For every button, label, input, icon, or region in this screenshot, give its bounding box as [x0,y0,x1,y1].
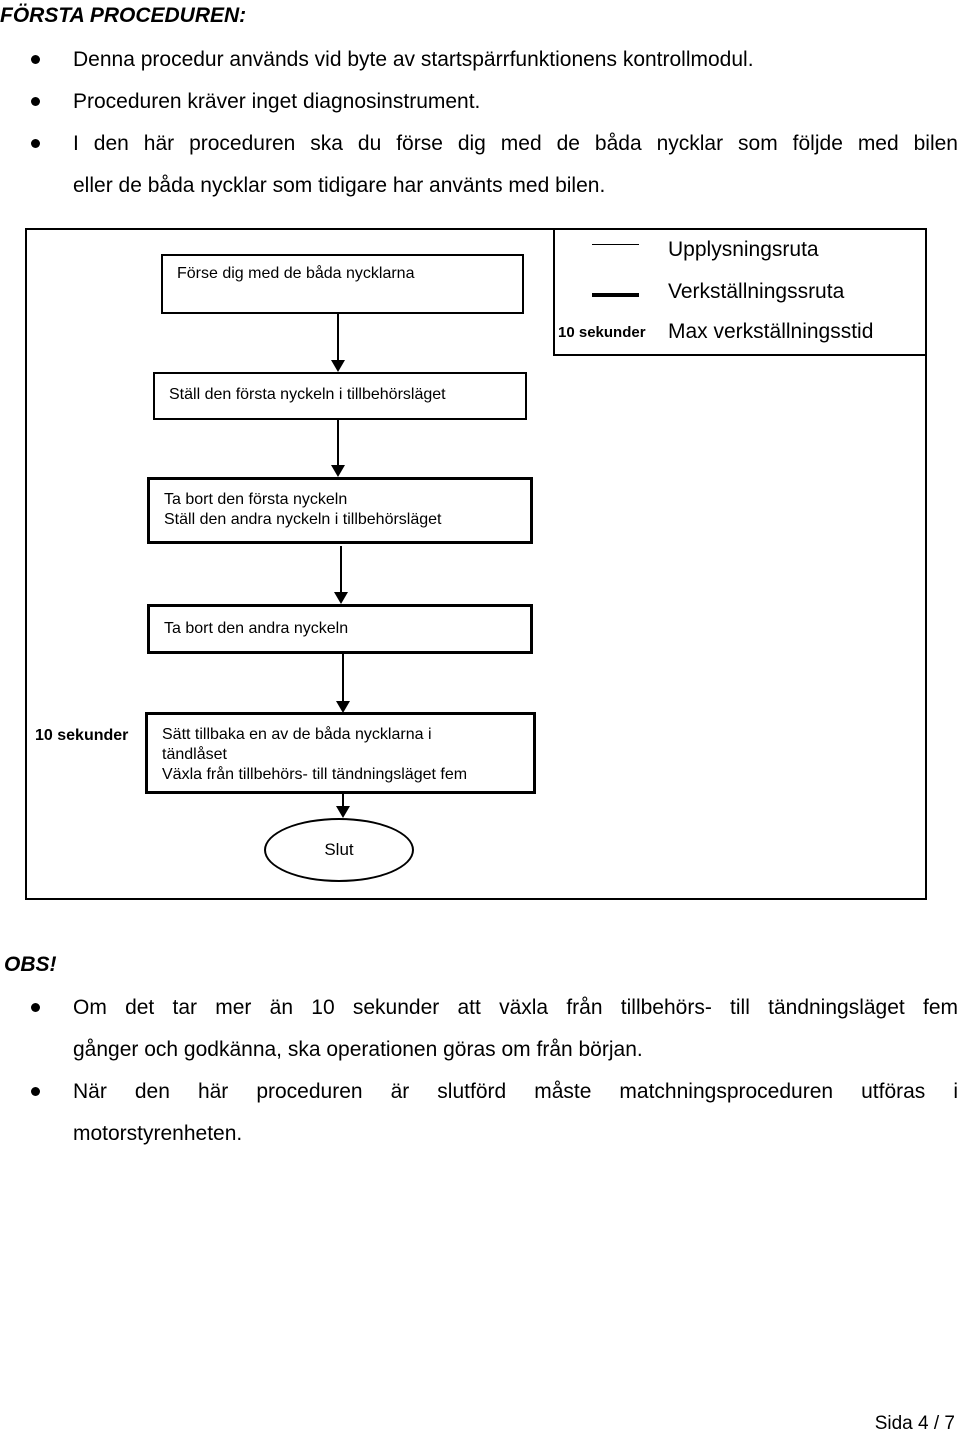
obs-heading: OBS! [4,953,57,976]
arrow-down-icon [336,794,350,818]
step-5-line-3: Växla från tillbehörs- till tändningsläg… [162,766,468,783]
arrow-down-icon [331,314,345,372]
flow-step-1: Förse dig med de båda nycklarna [161,254,524,314]
bullet-dot-icon [31,55,40,64]
arrow-down-icon [336,654,350,713]
thick-line-icon [592,293,639,297]
section-heading: FÖRSTA PROCEDUREN: [0,4,247,27]
obs-bullet-1-line-2: gånger och godkänna, ska operationen gör… [73,1038,643,1061]
legend-work-label: Verkställningssruta [668,280,845,303]
arrow-down-icon [331,420,345,477]
flow-end: Slut [264,818,414,882]
thin-line-icon [592,244,639,245]
legend-time-label: Max verkställningsstid [668,320,874,343]
bullet-dot-icon [31,139,40,148]
flow-step-2: Ställ den första nyckeln i tillbehörsläg… [153,372,527,420]
bullet-text-line-1: I den här proceduren ska du förse dig me… [73,132,958,155]
bullet-text-line-2: eller de båda nycklar som tidigare har a… [73,174,606,197]
step-2-text: Ställ den första nyckeln i tillbehörsläg… [169,386,446,403]
flow-step-5: Sätt tillbaka en av de båda nycklarna i … [145,712,536,794]
legend-time-value: 10 sekunder [558,324,646,341]
bullet-text: Proceduren kräver inget diagnosinstrumen… [73,90,481,113]
flowchart-frame [25,228,927,900]
bullet-dot-icon [31,1003,40,1012]
obs-bullet-2-line-1: När den här proceduren är slutförd måste… [73,1080,958,1103]
flow-step-4: Ta bort den andra nyckeln [147,604,533,654]
step-5-time-limit: 10 sekunder [35,727,129,744]
bullet-dot-icon [31,97,40,106]
step-4-text: Ta bort den andra nyckeln [164,620,349,637]
step-1-text: Förse dig med de båda nycklarna [177,265,415,282]
obs-bullet-2-line-2: motorstyrenheten. [73,1122,243,1145]
bullet-text: Denna procedur används vid byte av start… [73,48,754,71]
flow-step-3: Ta bort den första nyckeln Ställ den and… [147,477,533,544]
bullet-dot-icon [31,1087,40,1096]
page-number: Sida 4 / 7 [874,1413,955,1434]
step-3-line-1: Ta bort den första nyckeln [164,491,348,508]
obs-bullet-1-line-1: Om det tar mer än 10 sekunder att växla … [73,996,958,1019]
legend-info-label: Upplysningsruta [668,238,819,261]
step-3-line-2: Ställ den andra nyckeln i tillbehörsläge… [164,511,442,528]
legend-box: Upplysningsruta Verkställningssruta 10 s… [553,228,927,356]
step-5-line-1: Sätt tillbaka en av de båda nycklarna i [162,726,432,743]
arrow-down-icon [334,546,348,604]
step-5-line-2: tändlåset [162,746,227,763]
